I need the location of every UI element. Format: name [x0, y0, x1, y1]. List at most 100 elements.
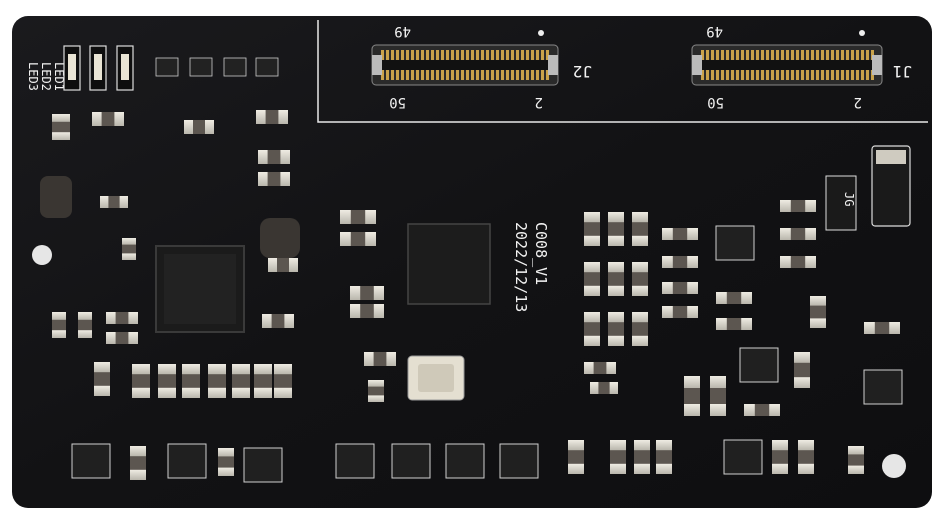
smd-passive — [262, 314, 294, 328]
smd-passive — [810, 296, 826, 328]
smd-passive — [780, 228, 816, 240]
smd-passive — [662, 306, 698, 318]
smd-passive — [340, 232, 376, 246]
sot23-package — [391, 443, 431, 479]
smd-passive — [772, 440, 788, 474]
connector-j1 — [691, 44, 883, 86]
led2-label: LED2 — [39, 62, 53, 91]
smd-passive — [662, 282, 698, 294]
smd-passive — [218, 448, 234, 476]
smd-passive — [584, 262, 600, 296]
sot23-package — [445, 443, 485, 479]
sot23-package — [739, 347, 779, 383]
smd-passive — [610, 440, 626, 474]
smd-passive — [274, 364, 292, 398]
smd-passive — [232, 364, 250, 398]
smd-passive — [52, 114, 70, 140]
smd-passive — [340, 210, 376, 224]
smd-passive — [350, 304, 384, 318]
smd-passive — [368, 380, 384, 402]
smd-passive — [590, 382, 618, 394]
j2-pin-bottom-label: 50 — [389, 94, 406, 110]
j2-pin-right-label: 2 — [535, 94, 543, 110]
j2-pin1-dot — [538, 30, 544, 36]
smd-passive — [364, 352, 396, 366]
j1-pin-bottom-label: 50 — [707, 94, 724, 110]
smd-passive — [184, 120, 214, 134]
sot23-package — [723, 439, 763, 475]
board-version-label: C008_V1 — [532, 222, 550, 285]
smd-passive — [182, 364, 200, 398]
sot23-package — [863, 369, 903, 405]
smd-passive — [662, 228, 698, 240]
smd-passive — [106, 312, 138, 324]
smd-passive — [106, 332, 138, 344]
smd-passive — [632, 312, 648, 346]
qfn-ic-left — [155, 245, 245, 333]
board-date-label: 2022/12/13 — [512, 222, 530, 312]
sot-transistors-bottom — [71, 225, 903, 483]
smd-passive — [52, 312, 66, 338]
connector-frame-silkscreen — [317, 20, 928, 123]
jg-label: JG — [842, 192, 856, 206]
smd-passive — [584, 362, 616, 374]
smd-passive — [254, 364, 272, 398]
mounting-hole-right — [882, 454, 906, 478]
smd-passive — [794, 352, 810, 388]
smd-passive — [100, 196, 128, 208]
sot-transistors-top — [155, 57, 279, 77]
smd-passive — [780, 200, 816, 212]
sot23-package — [335, 443, 375, 479]
smd-passive — [632, 262, 648, 296]
jg-component — [825, 175, 857, 231]
smd-passive — [608, 262, 624, 296]
smd-passive — [350, 286, 384, 300]
smd-passive — [684, 376, 700, 416]
j1-pin1-dot — [859, 30, 865, 36]
smd-passive — [716, 292, 752, 304]
j2-pin-top-label: 49 — [394, 23, 411, 39]
smd-passive — [256, 110, 288, 124]
smd-passive — [92, 112, 124, 126]
smd-passive — [130, 446, 146, 480]
sot23-package — [167, 443, 207, 479]
smd-passive — [158, 364, 176, 398]
smd-passive — [710, 376, 726, 416]
smd-passive — [744, 404, 780, 416]
j1-ref-label: J1 — [893, 62, 912, 81]
smd-passive — [258, 150, 290, 164]
smd-passive — [584, 312, 600, 346]
smd-passive — [78, 312, 92, 338]
j2-ref-label: J2 — [573, 62, 592, 81]
smd-passive — [584, 212, 600, 246]
sot23-package — [499, 443, 539, 479]
sot23-package — [243, 447, 283, 483]
smd-passive — [608, 312, 624, 346]
led1-label: LED1 — [52, 62, 66, 91]
connector-j2 — [371, 44, 559, 86]
smd-passive — [122, 238, 136, 260]
smd-passive — [258, 172, 290, 186]
smd-passive — [662, 256, 698, 268]
smd-passive — [716, 318, 752, 330]
smd-passive — [268, 258, 298, 272]
smd-passive — [568, 440, 584, 474]
smd-passive — [798, 440, 814, 474]
smd-passive — [864, 322, 900, 334]
smd-passive — [656, 440, 672, 474]
j1-pin-top-label: 49 — [706, 23, 723, 39]
smd-passive — [634, 440, 650, 474]
crystal-oscillator — [407, 355, 465, 401]
smd-passive — [208, 364, 226, 398]
passive-components — [52, 110, 900, 480]
smd-passive — [632, 212, 648, 246]
sot23-package — [715, 225, 755, 261]
smd-passive — [780, 256, 816, 268]
j1-pin-right-label: 2 — [854, 94, 862, 110]
center-ic — [407, 223, 491, 305]
led3-label: LED3 — [26, 62, 40, 91]
mounting-hole-left — [32, 245, 52, 265]
leds — [63, 45, 134, 91]
sot23-package — [71, 443, 111, 479]
